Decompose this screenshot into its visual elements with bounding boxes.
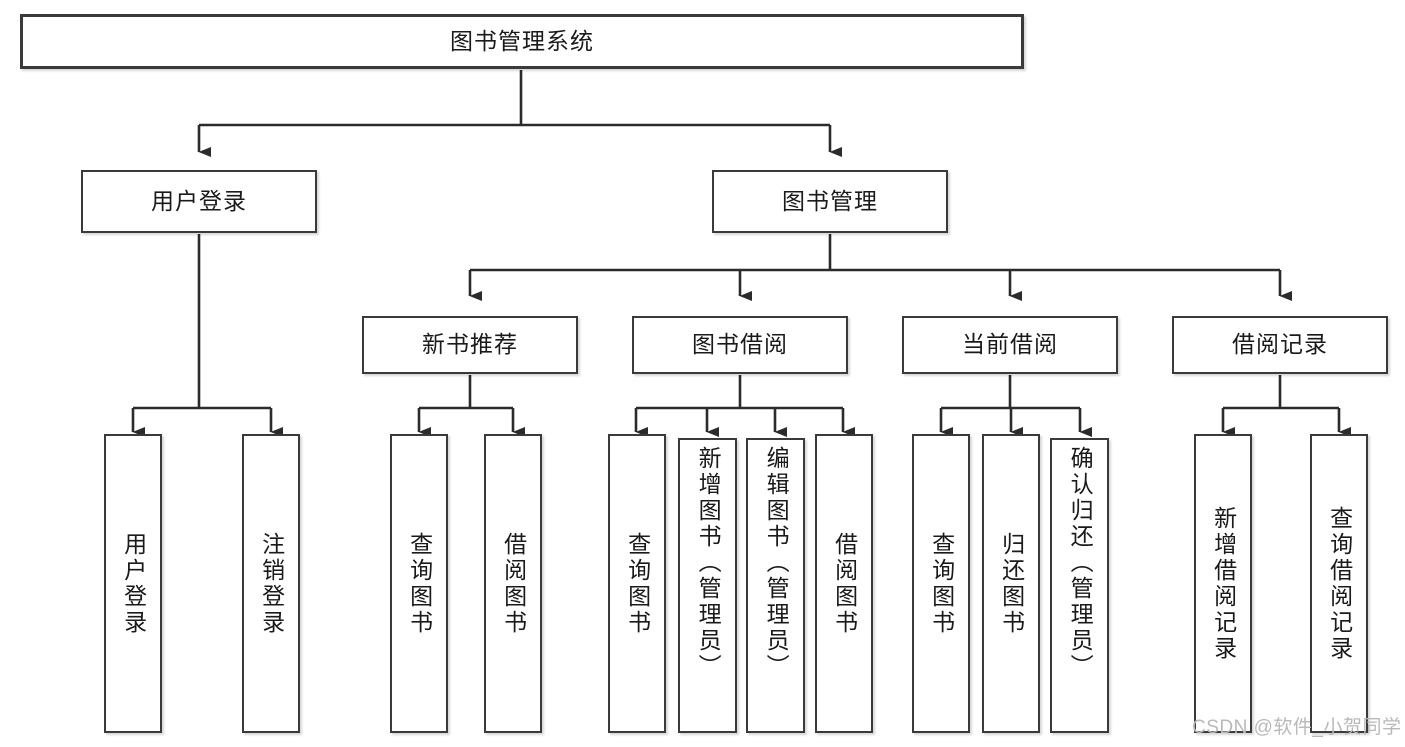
node-label: 注销登录 [258,531,285,636]
node-current-borrowing[interactable]: 当前借阅 [902,316,1118,374]
node-label: 当前借阅 [962,331,1058,358]
node-leaf-borrow-books-new[interactable]: 借阅图书 [484,434,542,733]
node-label: 借阅图书 [500,531,527,636]
node-leaf-query-books-new[interactable]: 查询图书 [390,434,448,733]
node-leaf-edit-book-admin[interactable]: 编辑图书（管理员） [746,438,805,733]
node-label: 用户登录 [120,531,147,636]
node-leaf-query-borrow-record[interactable]: 查询借阅记录 [1310,434,1368,733]
node-label: 新书推荐 [422,331,518,358]
node-root-book-management-system[interactable]: 图书管理系统 [20,14,1024,69]
node-user-login[interactable]: 用户登录 [81,170,317,233]
node-leaf-logout[interactable]: 注销登录 [242,434,300,733]
node-new-book-recommendation[interactable]: 新书推荐 [362,316,578,374]
node-leaf-return-books[interactable]: 归还图书 [982,434,1040,733]
node-label: 编辑图书（管理员） [763,446,790,680]
node-label: 用户登录 [151,187,247,214]
node-leaf-query-books-current[interactable]: 查询图书 [912,434,970,733]
node-label: 图书借阅 [692,331,788,358]
edges-root-to-level1 [197,70,842,157]
watermark-text: CSDN @软件_小贺同学 [1192,717,1402,738]
node-leaf-confirm-return-admin[interactable]: 确认归还（管理员） [1050,438,1109,733]
edges-newbooks-to-leaves [417,375,525,437]
node-leaf-query-books-borrow[interactable]: 查询图书 [608,434,666,733]
node-label: 图书管理系统 [450,27,594,54]
node-leaf-add-book-admin[interactable]: 新增图书（管理员） [678,438,737,733]
node-label: 查询图书 [624,531,651,636]
node-label: 归还图书 [998,531,1025,636]
node-label: 查询借阅记录 [1326,505,1353,662]
edges-records-to-leaves [1221,375,1351,437]
node-leaf-add-borrow-record[interactable]: 新增借阅记录 [1194,434,1252,733]
node-label: 查询图书 [406,531,433,636]
node-book-management[interactable]: 图书管理 [712,170,948,233]
node-label: 借阅图书 [831,531,858,636]
node-label: 新增借阅记录 [1210,505,1237,662]
node-label: 确认归还（管理员） [1067,446,1094,680]
node-label: 借阅记录 [1232,331,1328,358]
node-leaf-user-login[interactable]: 用户登录 [104,434,162,733]
node-label: 新增图书（管理员） [695,446,722,680]
node-borrow-records[interactable]: 借阅记录 [1172,316,1388,374]
node-label: 查询图书 [928,531,955,636]
edges-login-to-leaves [131,234,283,437]
node-label: 图书管理 [782,187,878,214]
node-leaf-borrow-books-borrow[interactable]: 借阅图书 [815,434,873,733]
edges-borrow-to-leaves [634,375,855,437]
edges-bookmgmt-to-level2 [468,234,1292,301]
node-book-borrowing[interactable]: 图书借阅 [632,316,848,374]
edges-current-to-leaves [939,375,1092,437]
